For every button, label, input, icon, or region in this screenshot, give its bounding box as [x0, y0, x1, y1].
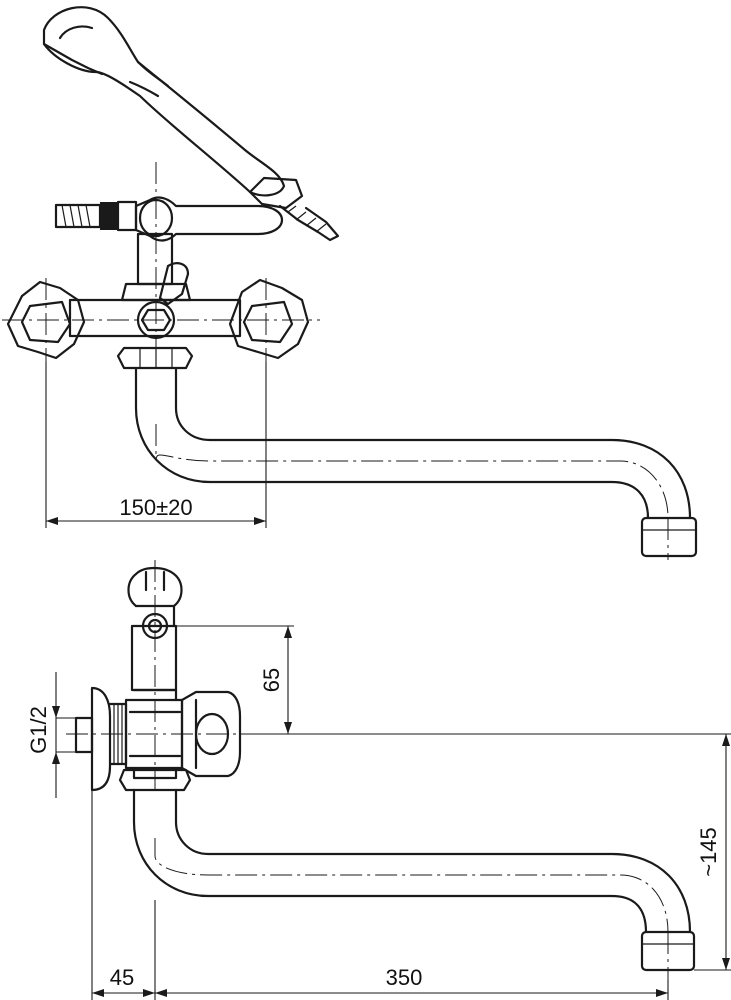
hose-connector	[54, 200, 138, 232]
spout-top-view	[134, 366, 698, 558]
mixer-side-body	[124, 566, 184, 780]
spout-coupling	[116, 346, 194, 370]
diverter-body	[120, 196, 284, 306]
side-view: 65 G1/2 ~145	[26, 560, 731, 1000]
dimension-thread-label: G1/2	[26, 706, 51, 754]
spout-side-view	[132, 788, 696, 972]
mixer-body	[68, 298, 242, 340]
left-valve-handle	[6, 280, 86, 360]
shower-handset	[42, 6, 340, 242]
dimension-bottom: 45 350	[91, 790, 669, 1000]
dimension-spacing: 150±20	[45, 362, 267, 528]
dimension-spacing-label: 150±20	[119, 495, 192, 520]
right-valve-handle	[228, 278, 310, 360]
dimension-handle-height: 65	[168, 625, 294, 735]
dimension-spout-height-label: ~145	[696, 827, 721, 877]
top-view: 150±20	[2, 6, 698, 560]
dimension-thread: G1/2	[26, 672, 76, 798]
dimension-wall-offset-label: 45	[110, 965, 134, 990]
dimension-spout-height: ~145	[250, 733, 731, 971]
dimension-spout-length-label: 350	[386, 965, 423, 990]
dimension-handle-height-label: 65	[259, 668, 284, 692]
spout-coupling-side	[118, 768, 192, 792]
wall-flange	[74, 686, 128, 792]
